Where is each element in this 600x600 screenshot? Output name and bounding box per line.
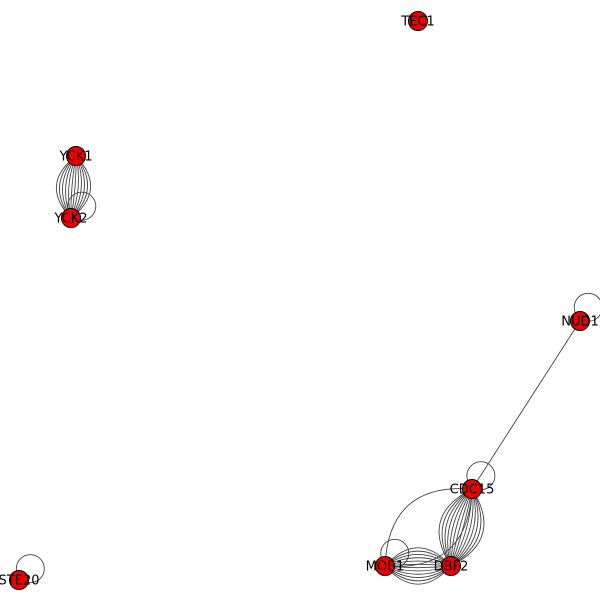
edge-cdc15-mob1 xyxy=(384,488,473,567)
node-label: NUD1 xyxy=(561,315,599,330)
node-label: YCK2 xyxy=(53,212,87,227)
node-nud1[interactable]: NUD1 xyxy=(561,311,599,331)
node-yck1[interactable]: YCK1 xyxy=(58,146,93,166)
node-label: STE20 xyxy=(0,574,39,589)
node-ste20[interactable]: STE20 xyxy=(0,570,39,590)
edge-cdc15-dbf2 xyxy=(450,488,482,567)
node-tec1[interactable]: TEC1 xyxy=(400,11,435,31)
node-label: DBF2 xyxy=(434,560,469,575)
node-circle[interactable] xyxy=(462,479,482,499)
self-loop-edge-ste20 xyxy=(15,554,45,584)
node-circle[interactable] xyxy=(61,208,81,228)
node-circle[interactable] xyxy=(441,556,461,576)
node-label: TEC1 xyxy=(400,15,435,30)
node-cdc15[interactable]: CDC15 xyxy=(450,479,495,499)
node-circle[interactable] xyxy=(570,311,590,331)
edge-cdc15-mob1 xyxy=(384,488,473,567)
node-circle[interactable] xyxy=(66,146,86,166)
edge-cdc15-dbf2 xyxy=(450,488,485,567)
edges-layer xyxy=(15,155,600,585)
node-label: CDC15 xyxy=(450,483,495,498)
node-mob1[interactable]: MOB1 xyxy=(366,556,405,576)
edge-cdc15-dbf2 xyxy=(441,488,473,567)
node-circle[interactable] xyxy=(9,570,29,590)
edge-cdc15-dbf2 xyxy=(438,488,473,567)
node-circle[interactable] xyxy=(408,11,428,31)
node-label: YCK1 xyxy=(58,150,92,165)
node-dbf2[interactable]: DBF2 xyxy=(434,556,469,576)
self-loop-edge-yck2 xyxy=(67,191,97,221)
node-label: MOB1 xyxy=(366,560,405,575)
node-yck2[interactable]: YCK2 xyxy=(53,208,88,228)
node-circle[interactable] xyxy=(375,556,395,576)
edge-nud1-cdc15 xyxy=(471,320,581,490)
